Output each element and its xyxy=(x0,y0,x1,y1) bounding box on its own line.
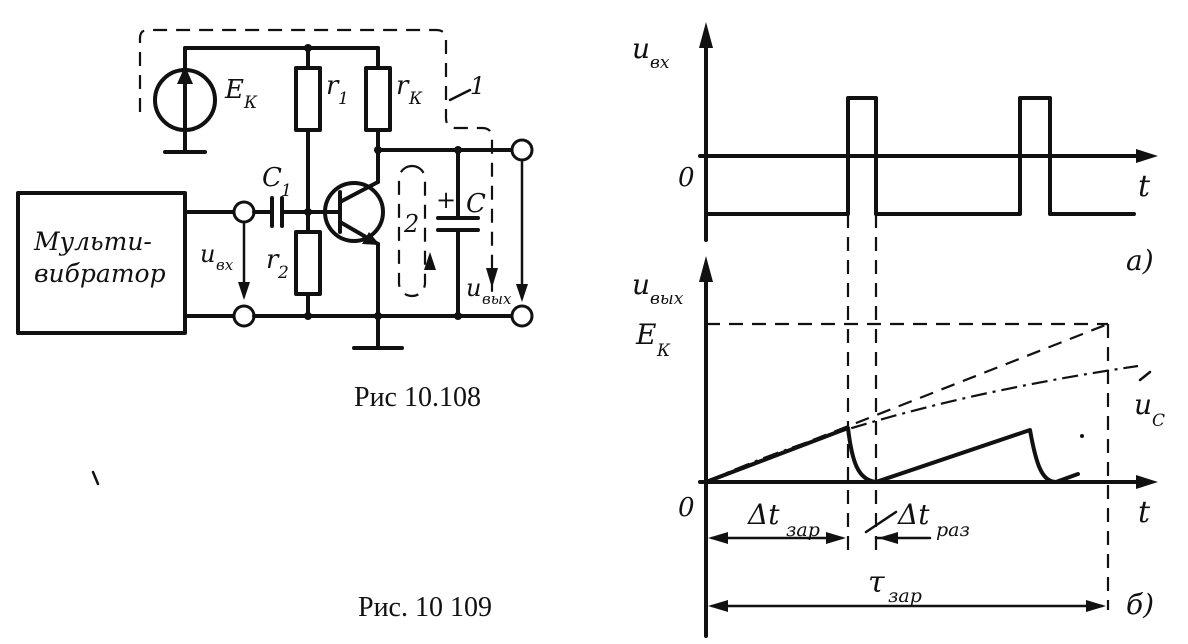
caption-fig-109: Рис. 10 109 xyxy=(358,592,492,623)
input-pulse-train xyxy=(704,96,1136,216)
uout-label: u xyxy=(466,274,481,302)
tau-label: τ xyxy=(868,565,885,600)
graph-b-zero: 0 xyxy=(678,493,695,523)
graph-a-ylabel: u xyxy=(632,32,650,65)
source-label: E xyxy=(224,75,244,105)
dt-discharge-label-sub: раз xyxy=(936,519,970,541)
loop-1-label: 1 xyxy=(470,72,485,100)
uin-label-sub: вх xyxy=(216,256,234,274)
graph-b-ylabel-sub: вых xyxy=(650,289,684,309)
rk-label-sub: К xyxy=(408,89,423,109)
graph-a-y-arrow xyxy=(699,22,713,48)
c-label: C xyxy=(466,189,486,219)
graph-b-y-arrow xyxy=(699,256,713,282)
transistor-collector xyxy=(338,180,380,204)
graph-b-x-arrow xyxy=(1136,475,1158,489)
loop-1-leader xyxy=(448,88,472,102)
current-loop-1-arrow xyxy=(486,268,498,288)
graph-a-xlabel: t xyxy=(1138,169,1151,204)
r2-label-sub: 2 xyxy=(277,263,289,283)
multivibrator-block xyxy=(16,191,187,335)
c-plus-sign: + xyxy=(436,186,456,214)
uc-leader xyxy=(1138,370,1152,382)
graph-a-panel-label: а) xyxy=(1126,244,1154,277)
transistor xyxy=(323,181,385,243)
bottom-junction-r2 xyxy=(304,312,312,320)
base-junction xyxy=(304,208,312,216)
graph-b-xlabel: t xyxy=(1138,495,1151,530)
uout-label-sub: вых xyxy=(482,290,512,308)
graph-b-panel-label: б) xyxy=(1126,588,1154,621)
emitter-arrow-head xyxy=(362,232,380,245)
output-terminal-top xyxy=(510,138,534,162)
uout-arrow-head xyxy=(516,284,528,302)
graph-a-zero: 0 xyxy=(678,163,695,193)
stray-mark xyxy=(91,470,100,486)
c1-label: C xyxy=(262,163,282,193)
dt-charge-arrow-left xyxy=(708,532,728,544)
resistor-r2 xyxy=(294,230,322,296)
dt-discharge-leader xyxy=(864,510,898,534)
dt-discharge-label: Δt xyxy=(897,498,930,531)
dt-discharge-arrow xyxy=(878,532,898,544)
resistor-rk xyxy=(364,66,392,132)
tau-arrow-right xyxy=(1086,600,1106,612)
graph-a-ylabel-sub: вх xyxy=(650,53,670,73)
source-label-sub: К xyxy=(243,93,258,113)
input-terminal-top xyxy=(232,200,256,224)
multivibrator-label-1: Мульти- xyxy=(33,227,152,256)
ek-label-sub: К xyxy=(656,341,671,361)
r2-label: r xyxy=(266,245,280,275)
uin-arrow-head xyxy=(238,282,250,300)
current-loop-2-arrow xyxy=(424,252,436,270)
graph-b-ylabel: u xyxy=(632,268,650,301)
current-loop-2 xyxy=(397,164,427,298)
output-sawtooth xyxy=(704,426,1080,484)
resistor-r1 xyxy=(294,66,322,132)
dt-charge-label-sub: зар xyxy=(786,519,820,541)
r1-label: r xyxy=(326,71,340,101)
current-loop-1 xyxy=(138,28,494,300)
r1-label-sub: 1 xyxy=(338,89,349,109)
dt-charge-label: Δt xyxy=(747,498,780,531)
output-terminal-bottom xyxy=(510,304,534,328)
input-terminal-bottom xyxy=(232,304,256,328)
uin-label: u xyxy=(200,240,215,268)
stray-dot xyxy=(1080,434,1084,438)
circuit-schematic: E К r 1 r К Мульти- вибратор C 1 xyxy=(16,28,534,486)
graph-b-output: u вых 0 t б) E К u C Δt зар Δt раз xyxy=(632,256,1165,638)
source-arrow-head xyxy=(177,66,193,84)
c1-label-sub: 1 xyxy=(281,181,292,201)
uc-label-sub: C xyxy=(1152,411,1165,431)
ek-label: E xyxy=(635,318,656,351)
graph-a-x-arrow xyxy=(1136,149,1158,163)
multivibrator-label-2: вибратор xyxy=(34,259,166,288)
dt-charge-arrow-right xyxy=(826,532,846,544)
tau-arrow-left xyxy=(708,600,728,612)
uc-label: u xyxy=(1134,388,1152,421)
rk-label: r xyxy=(396,71,410,101)
caption-fig-108: Рис 10.108 xyxy=(354,382,481,413)
collector-junction xyxy=(374,146,382,154)
graph-a-input: u вх 0 t а) xyxy=(632,22,1158,277)
tau-label-sub: зар xyxy=(888,585,922,607)
loop-2-label: 2 xyxy=(403,210,419,238)
